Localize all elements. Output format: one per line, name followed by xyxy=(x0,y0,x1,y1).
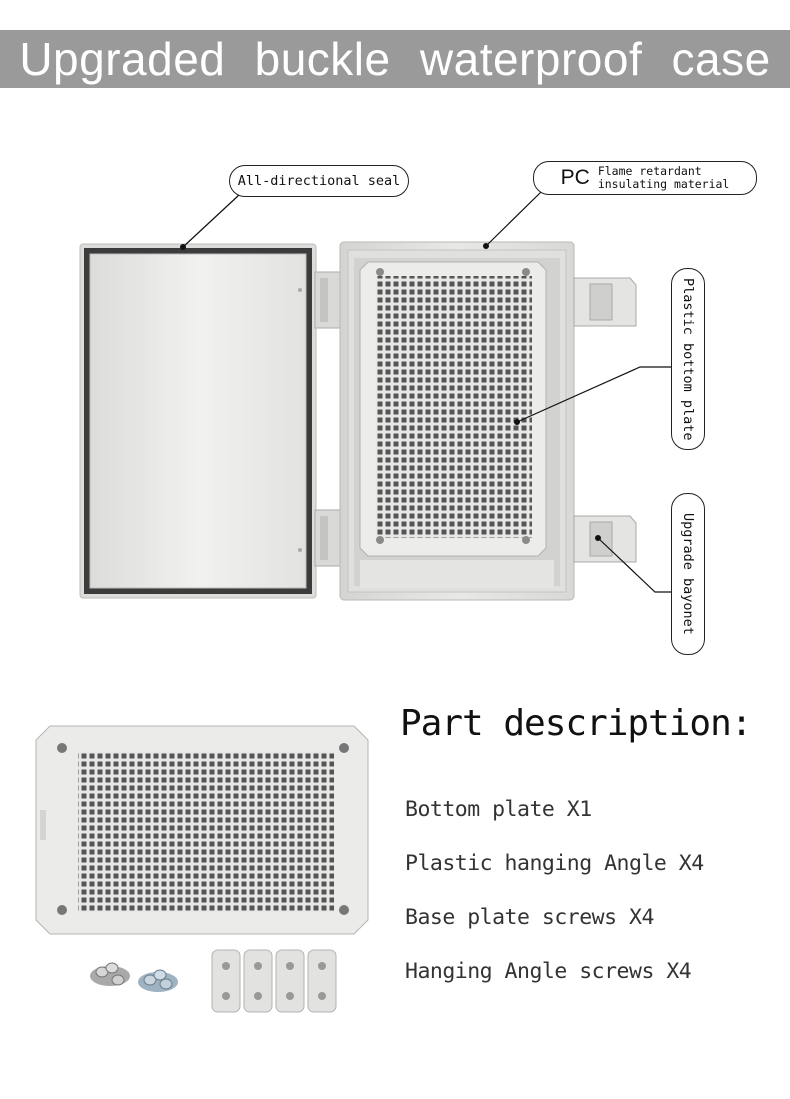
hinges xyxy=(314,271,342,567)
banner-title: Upgraded buckle waterproof case xyxy=(19,33,771,85)
callout-pc: PC Flame retardant insulating material xyxy=(533,161,757,195)
part-description-title: Part description: xyxy=(400,703,752,744)
callout-seal: All-directional seal xyxy=(229,165,409,197)
title-banner: Upgraded buckle waterproof case xyxy=(0,30,790,88)
callout-seal-label: All-directional seal xyxy=(237,173,401,189)
hanging-angles xyxy=(211,949,337,1013)
callout-plate: Plastic bottom plate xyxy=(671,268,705,450)
part-item-hanging-angle: Plastic hanging Angle X4 xyxy=(405,851,704,876)
enclosure-lid xyxy=(79,243,317,599)
callout-bayonet: Upgrade bayonet xyxy=(671,493,705,655)
callout-leaders xyxy=(182,191,671,593)
callout-dots xyxy=(180,243,601,541)
callout-plate-label: Plastic bottom plate xyxy=(680,277,696,441)
callout-pc-line2: insulating material xyxy=(597,177,730,191)
bayonet-buckles xyxy=(573,277,637,563)
loose-bottom-plate xyxy=(35,725,369,935)
part-item-base-plate-screws: Base plate screws X4 xyxy=(405,905,654,930)
callout-bayonet-label: Upgrade bayonet xyxy=(680,513,696,635)
enclosure-body xyxy=(339,241,575,601)
screws xyxy=(90,962,178,992)
callout-pc-code: PC xyxy=(560,166,590,189)
callout-pc-line1: Flame retardant xyxy=(597,164,702,178)
part-item-hanging-angle-screws: Hanging Angle screws X4 xyxy=(405,959,692,984)
part-item-bottom-plate: Bottom plate X1 xyxy=(405,797,592,822)
part-list: Bottom plate X1 Plastic hanging Angle X4… xyxy=(405,797,704,1013)
